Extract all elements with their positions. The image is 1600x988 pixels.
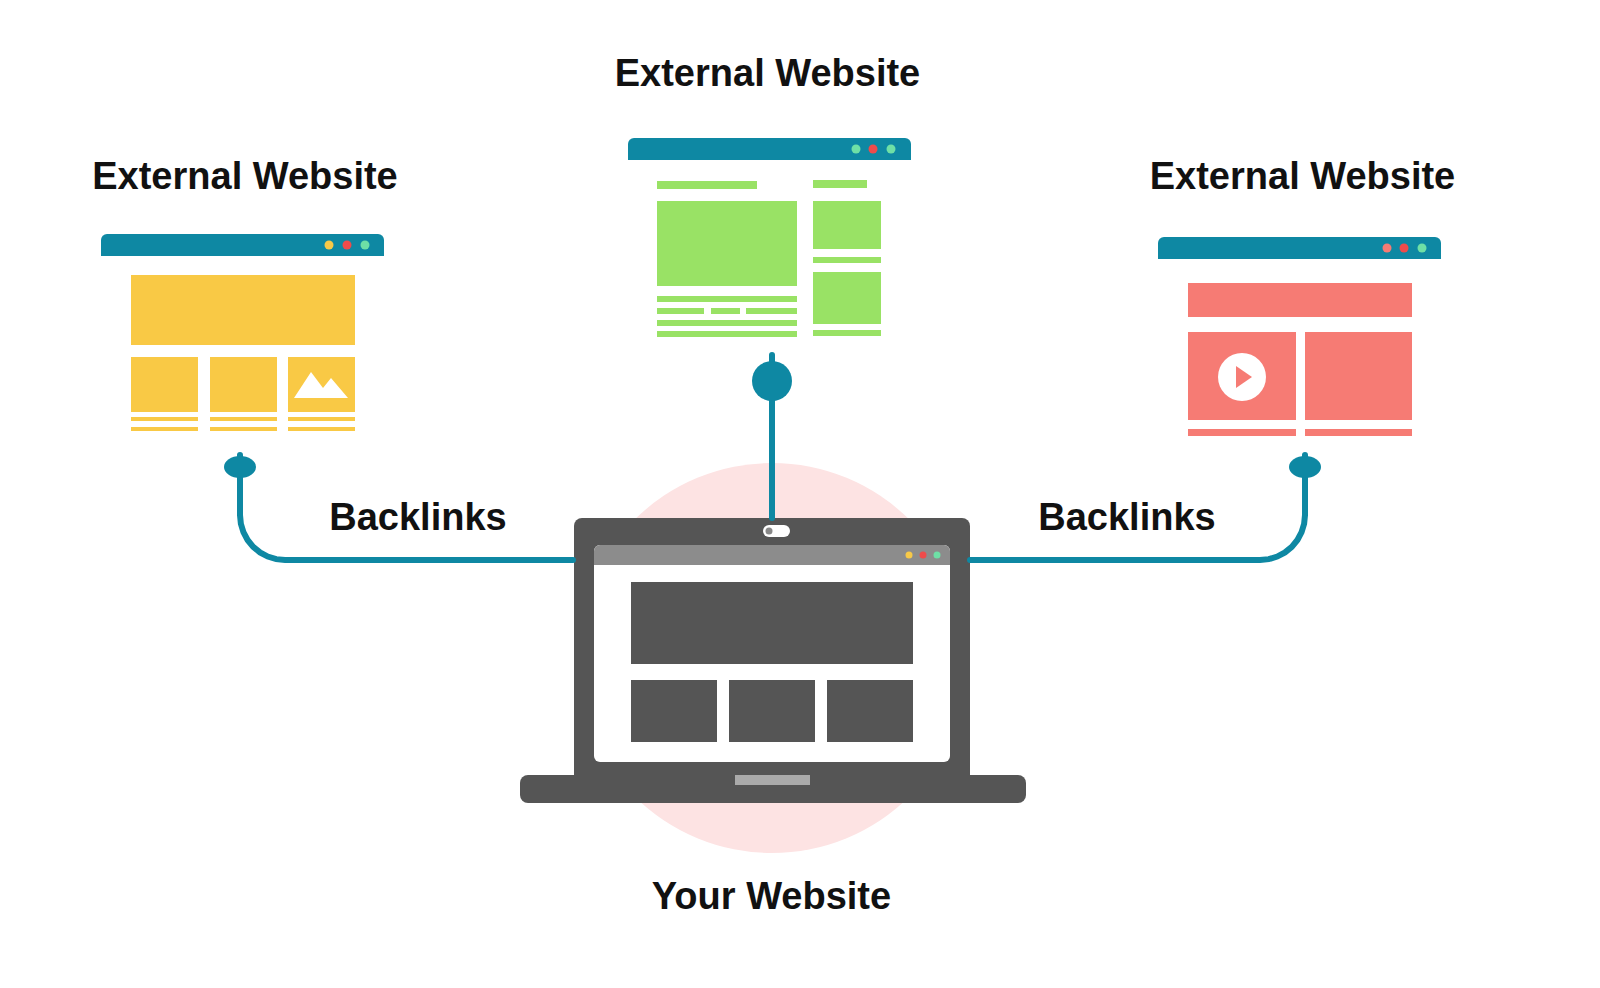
connector-dot xyxy=(224,456,256,478)
edge-label: Backlinks xyxy=(1034,496,1219,540)
connector-dot xyxy=(1289,456,1321,478)
laptop-illustration xyxy=(520,518,1026,803)
website-illustration xyxy=(1158,237,1441,436)
external-website: External Website xyxy=(60,155,430,455)
external-website: External Website xyxy=(580,52,955,355)
backlink-connector xyxy=(970,455,1305,560)
node-heading: External Website xyxy=(60,155,430,199)
website-illustration xyxy=(628,138,911,337)
external-website: External Website xyxy=(1115,155,1490,455)
node-heading: Your Website xyxy=(573,875,970,919)
backlink-connector xyxy=(240,455,573,560)
edge-label: Backlinks xyxy=(325,496,510,540)
node-heading: External Website xyxy=(580,52,955,96)
node-heading: External Website xyxy=(1115,155,1490,199)
website-illustration xyxy=(101,234,384,431)
your-website: Your Website xyxy=(573,518,970,935)
connector-dot xyxy=(752,361,792,401)
